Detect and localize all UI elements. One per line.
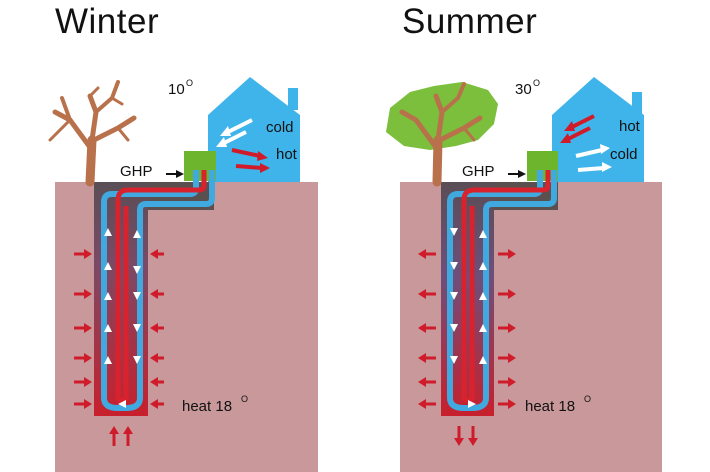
winter-ground-degree: O	[241, 394, 248, 404]
winter-hot-pipe	[115, 170, 207, 403]
summer-house-label-1: hot	[619, 118, 641, 135]
winter-cold-pipe	[101, 170, 215, 411]
winter-house-arrows	[216, 118, 270, 173]
summer-tree	[386, 82, 498, 187]
winter-heat-arrows	[74, 249, 164, 446]
winter-outdoor-temp-degree: O	[186, 78, 193, 88]
summer-ground	[400, 182, 662, 472]
winter-house-label-2: hot	[276, 146, 298, 163]
winter-panel: cold hot 10 O GHP	[48, 77, 318, 472]
summer-house-label-2: cold	[610, 146, 638, 163]
winter-outdoor-temp: 10	[168, 81, 185, 98]
summer-hot-pipe	[461, 170, 551, 403]
winter-tree	[48, 80, 137, 187]
summer-title: Summer	[402, 2, 538, 41]
summer-ground-label: heat 18	[525, 398, 575, 415]
summer-flow-arrows	[450, 228, 487, 408]
summer-house-arrows	[560, 114, 612, 172]
winter-house-label-1: cold	[266, 119, 294, 136]
summer-panel: hot cold 30 O GHP	[386, 77, 662, 472]
winter-title: Winter	[55, 2, 160, 41]
summer-outdoor-temp: 30	[515, 81, 532, 98]
summer-outdoor-temp-degree: O	[533, 78, 540, 88]
winter-ghp-label: GHP	[120, 163, 153, 180]
winter-house	[208, 77, 300, 182]
summer-heat-arrows	[418, 249, 516, 446]
summer-ground-degree: O	[584, 394, 591, 404]
summer-house	[552, 77, 644, 182]
summer-ghp-label: GHP	[462, 163, 495, 180]
winter-ground-label: heat 18	[182, 398, 232, 415]
winter-flow-arrows	[104, 228, 141, 408]
